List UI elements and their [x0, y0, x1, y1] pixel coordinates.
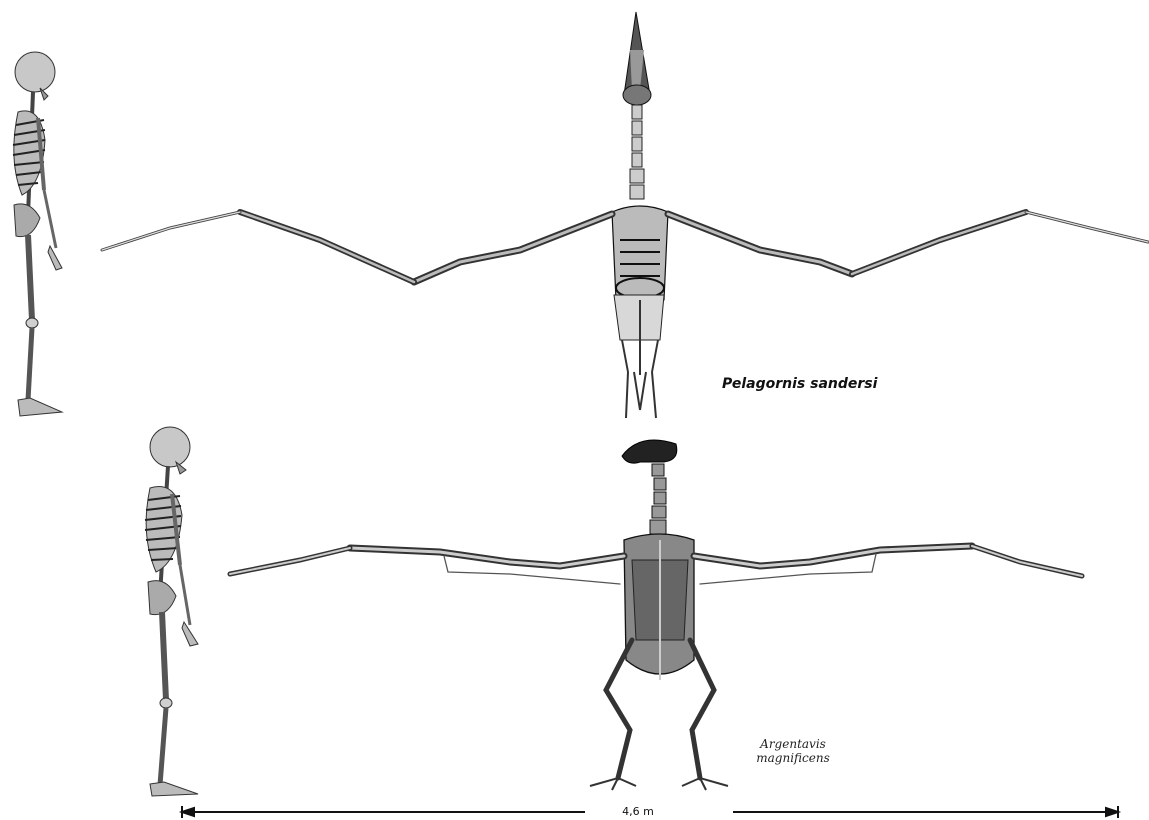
argentavis-skeleton	[230, 440, 1082, 790]
scale-bar-label: 4,6 m	[608, 805, 668, 818]
pelagornis-label: Pelagornis sandersi	[722, 376, 877, 392]
argentavis-label: Argentavis magnificens	[748, 737, 838, 765]
human-skeleton-top	[13, 52, 62, 416]
pelagornis-skeleton	[102, 12, 1148, 418]
argentavis-label-line1: Argentavis	[748, 737, 838, 751]
argentavis-label-line2: magnificens	[748, 751, 838, 765]
human-skeleton-bottom	[145, 427, 198, 796]
